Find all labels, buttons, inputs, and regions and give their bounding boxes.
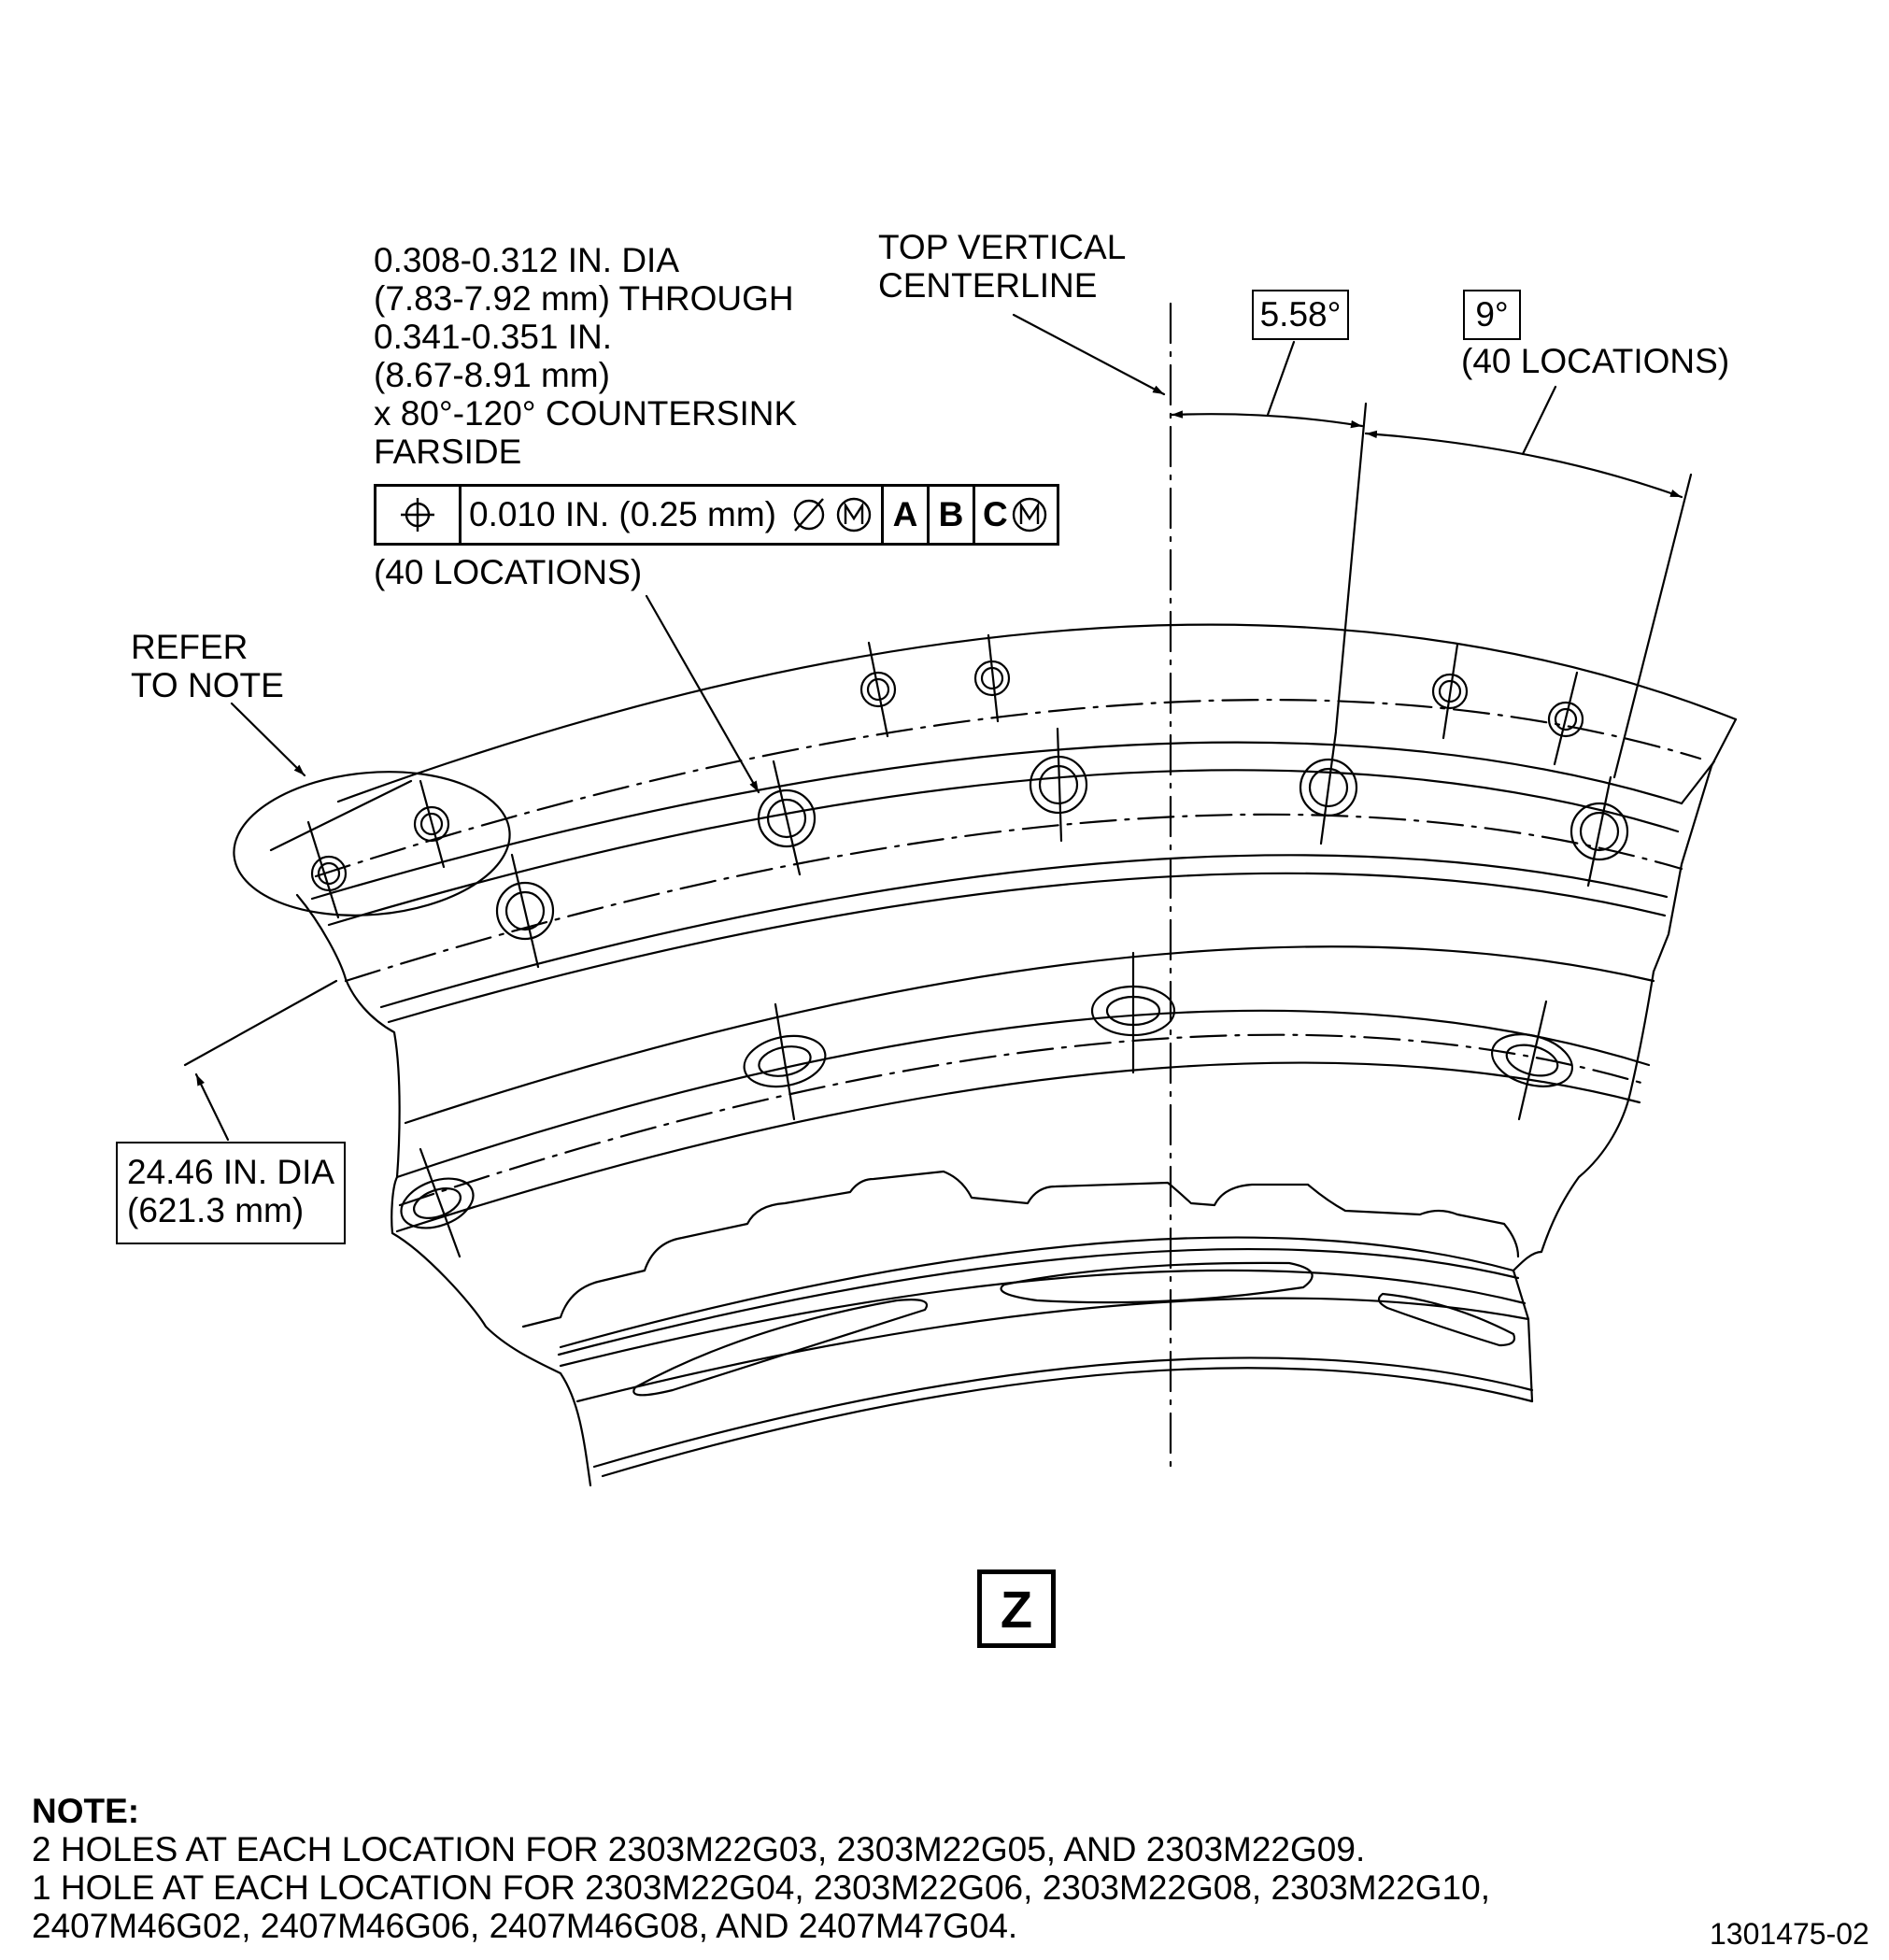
- hole-callout-line-3: 0.341-0.351 IN.: [374, 318, 613, 356]
- lower-band-5: [592, 1356, 1534, 1469]
- hole-centerline-mid: [398, 1033, 1646, 1207]
- slot-1: [632, 1299, 928, 1397]
- leader-hole-callout: [645, 594, 760, 794]
- leader-refer-note: [230, 702, 306, 777]
- slot-3: [1377, 1292, 1516, 1347]
- angle-spacing-locations: (40 LOCATIONS): [1461, 342, 1730, 380]
- note-title: NOTE:: [32, 1792, 140, 1830]
- slot-2: [1000, 1261, 1314, 1304]
- note-line-2: 1 HOLE AT EACH LOCATION FOR 2303M22G04, …: [32, 1868, 1490, 1907]
- centerline-label-1: TOP VERTICAL: [878, 228, 1127, 266]
- flange-line-2: [310, 741, 1683, 901]
- fcf-datum-c-cell: C: [975, 487, 1057, 543]
- diameter-value-in: 24.46 IN. DIA: [127, 1153, 335, 1191]
- angle-basic-box: 5.58°: [1252, 290, 1349, 340]
- leader-centerline: [1012, 313, 1166, 396]
- left-profile: [295, 893, 592, 1487]
- scallop-band-inner: [559, 1236, 1515, 1349]
- leader-9: [1521, 385, 1557, 456]
- leader-diameter: [194, 1072, 230, 1142]
- holes-lower-row: [400, 951, 1573, 1258]
- fcf-datum-a: A: [884, 487, 930, 543]
- lower-right-end: [1512, 1269, 1534, 1403]
- fcf-tolerance: 0.010 IN. (0.25 mm): [469, 495, 777, 533]
- view-label: Z: [1000, 1579, 1033, 1639]
- lower-band-1: [557, 1248, 1520, 1356]
- leader-5-58: [1266, 340, 1296, 417]
- refer-note-line-1: REFER: [131, 628, 249, 666]
- lower-band-2: [559, 1269, 1527, 1368]
- flange-line-3: [327, 769, 1680, 927]
- feature-control-frame: 0.010 IN. (0.25 mm) A B C: [374, 484, 1059, 546]
- fcf-tolerance-cell: 0.010 IN. (0.25 mm): [462, 487, 885, 543]
- mmc-modifier-icon: [834, 495, 873, 534]
- hole-centerline-upper: [314, 698, 1702, 878]
- centerline-label-2: CENTERLINE: [878, 266, 1098, 305]
- detail-box: [269, 779, 413, 852]
- flange-outer-edge: [336, 623, 1738, 803]
- dim-arc-5-58: [1170, 410, 1364, 429]
- hole-callout-line-4: (8.67-8.91 mm): [374, 356, 610, 394]
- flange-line-5: [387, 872, 1667, 1024]
- dim-arc-9: [1364, 430, 1683, 499]
- diameter-value-mm: (621.3 mm): [127, 1191, 305, 1229]
- ext-line-5-58: [1334, 402, 1368, 732]
- note-line-1: 2 HOLES AT EACH LOCATION FOR 2303M22G03,…: [32, 1830, 1366, 1868]
- hole-callout-locations: (40 LOCATIONS): [374, 553, 643, 591]
- note-line-3: 2407M46G02, 2407M46G06, 2407M46G08, AND …: [32, 1907, 1018, 1945]
- flange-right-end: [1652, 717, 1738, 973]
- refer-note-ellipse: [233, 771, 511, 916]
- angle-spacing-value: 9°: [1475, 295, 1509, 334]
- position-icon: [376, 487, 462, 543]
- angle-basic-value: 5.58°: [1259, 295, 1342, 334]
- lower-band-4: [601, 1367, 1534, 1478]
- scallop-band: [521, 1170, 1520, 1328]
- diameter-box: 24.46 IN. DIA (621.3 mm): [116, 1142, 346, 1244]
- angle-spacing-box: 9°: [1463, 290, 1521, 340]
- view-label-box: Z: [977, 1569, 1056, 1648]
- right-profile: [1512, 970, 1655, 1272]
- dim-line-diameter: [183, 979, 338, 1067]
- diameter-symbol-icon: [789, 495, 829, 534]
- refer-note-line-2: TO NOTE: [131, 666, 284, 704]
- fcf-datum-c: C: [983, 495, 1008, 533]
- holes-main-row: [495, 727, 1629, 969]
- hole-centerline-main: [344, 813, 1683, 983]
- datum-mmc-modifier-icon: [1010, 495, 1049, 534]
- flange-right-end-2: [1680, 760, 1716, 805]
- fcf-datum-b: B: [930, 487, 976, 543]
- flange-line-4: [379, 854, 1669, 1009]
- mid-band-lower: [395, 1009, 1651, 1179]
- mid-band-upper: [404, 945, 1655, 1125]
- figure-number: 1301475-02: [1710, 1917, 1869, 1951]
- hole-callout-line-1: 0.308-0.312 IN. DIA: [374, 241, 680, 279]
- lower-band-3: [575, 1297, 1530, 1403]
- mid-band-edge: [395, 1061, 1641, 1233]
- hole-callout-line-5: x 80°-120° COUNTERSINK: [374, 394, 798, 433]
- hole-callout-line-6: FARSIDE: [374, 433, 522, 471]
- holes-upper-row: [306, 633, 1584, 919]
- hole-callout-line-2: (7.83-7.92 mm) THROUGH: [374, 279, 794, 318]
- ext-line-9: [1612, 473, 1693, 779]
